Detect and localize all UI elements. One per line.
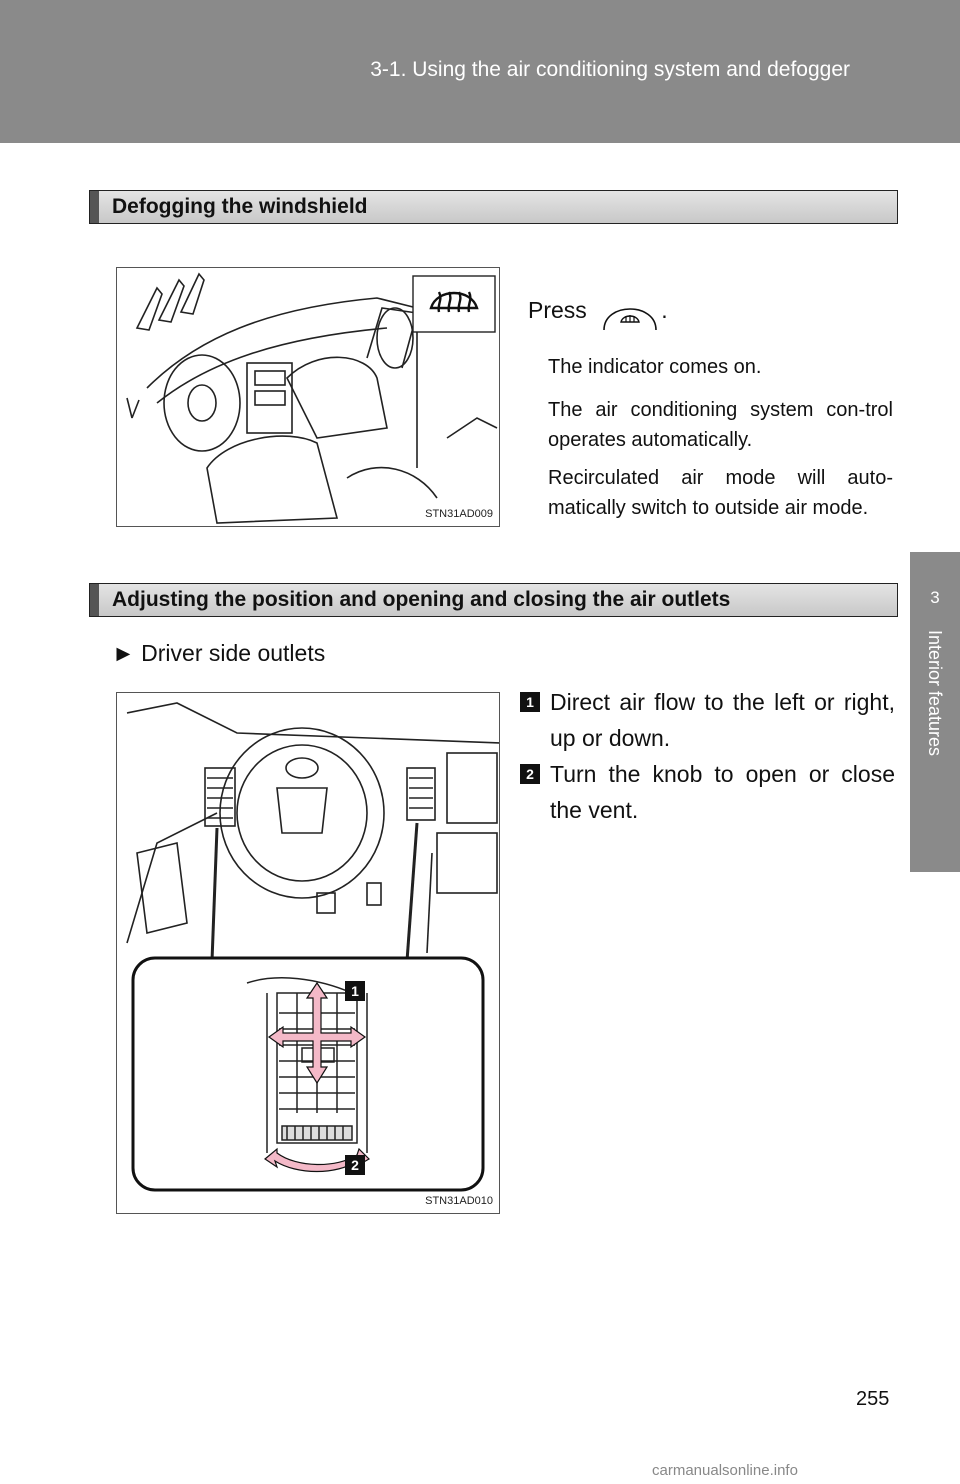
driver-side-outlets-label: ► Driver side outlets (112, 640, 326, 666)
figure-defogger-interior: STN31AD009 (116, 267, 500, 527)
defog-paragraph-3: Recirculated air mode will auto-maticall… (548, 467, 893, 519)
chapter-number: 3 (930, 588, 940, 607)
figure-code: STN31AD009 (425, 508, 493, 520)
figure-callout-2: 2 (351, 1157, 359, 1173)
chapter-side-tab: 3 Interior features (910, 0, 960, 1484)
defog-paragraph-1: The indicator comes on. (548, 356, 762, 378)
step-1-text: Direct air flow to the left or right, up… (550, 689, 895, 751)
press-instruction: Press . (528, 292, 668, 332)
interior-illustration (126, 272, 498, 524)
page-number: 255 (856, 1388, 890, 1410)
section-heading-air-outlets: Adjusting the position and opening and c… (89, 583, 898, 617)
heading-notch (90, 584, 99, 616)
press-suffix: . (661, 297, 668, 324)
chapter-label-wrap: Interior features (918, 630, 952, 850)
header-title: 3-1. Using the air conditioning system a… (370, 58, 850, 81)
side-tab-band (910, 552, 960, 872)
step-2-text: Turn the knob to open or close the vent. (550, 761, 895, 823)
step-1: 1 Direct air flow to the left or right, … (520, 684, 895, 756)
chapter-label: Interior features (925, 630, 945, 757)
figure-code: STN31AD010 (425, 1195, 493, 1207)
step-2: 2 Turn the knob to open or close the ven… (520, 756, 895, 828)
press-label: Press (528, 297, 587, 324)
section-title-defogging: Defogging the windshield (112, 195, 368, 218)
front-defogger-button-icon (603, 308, 657, 331)
section-title-air-outlets: Adjusting the position and opening and c… (112, 588, 731, 611)
figure-driver-outlets: 1 2 STN31AD010 (116, 692, 500, 1214)
section-heading-defogging: Defogging the windshield (89, 190, 898, 224)
watermark: carmanualsonline.info (652, 1462, 798, 1479)
side-tab-top (910, 0, 960, 143)
step-2-badge: 2 (520, 764, 540, 784)
page-header: 3-1. Using the air conditioning system a… (0, 0, 910, 143)
figure-callout-1: 1 (351, 983, 359, 999)
driver-outlets-illustration: 1 2 (126, 702, 499, 1192)
defog-paragraph-2: The air conditioning system con-trol ope… (548, 399, 893, 451)
step-1-badge: 1 (520, 692, 540, 712)
heading-notch (90, 191, 99, 223)
